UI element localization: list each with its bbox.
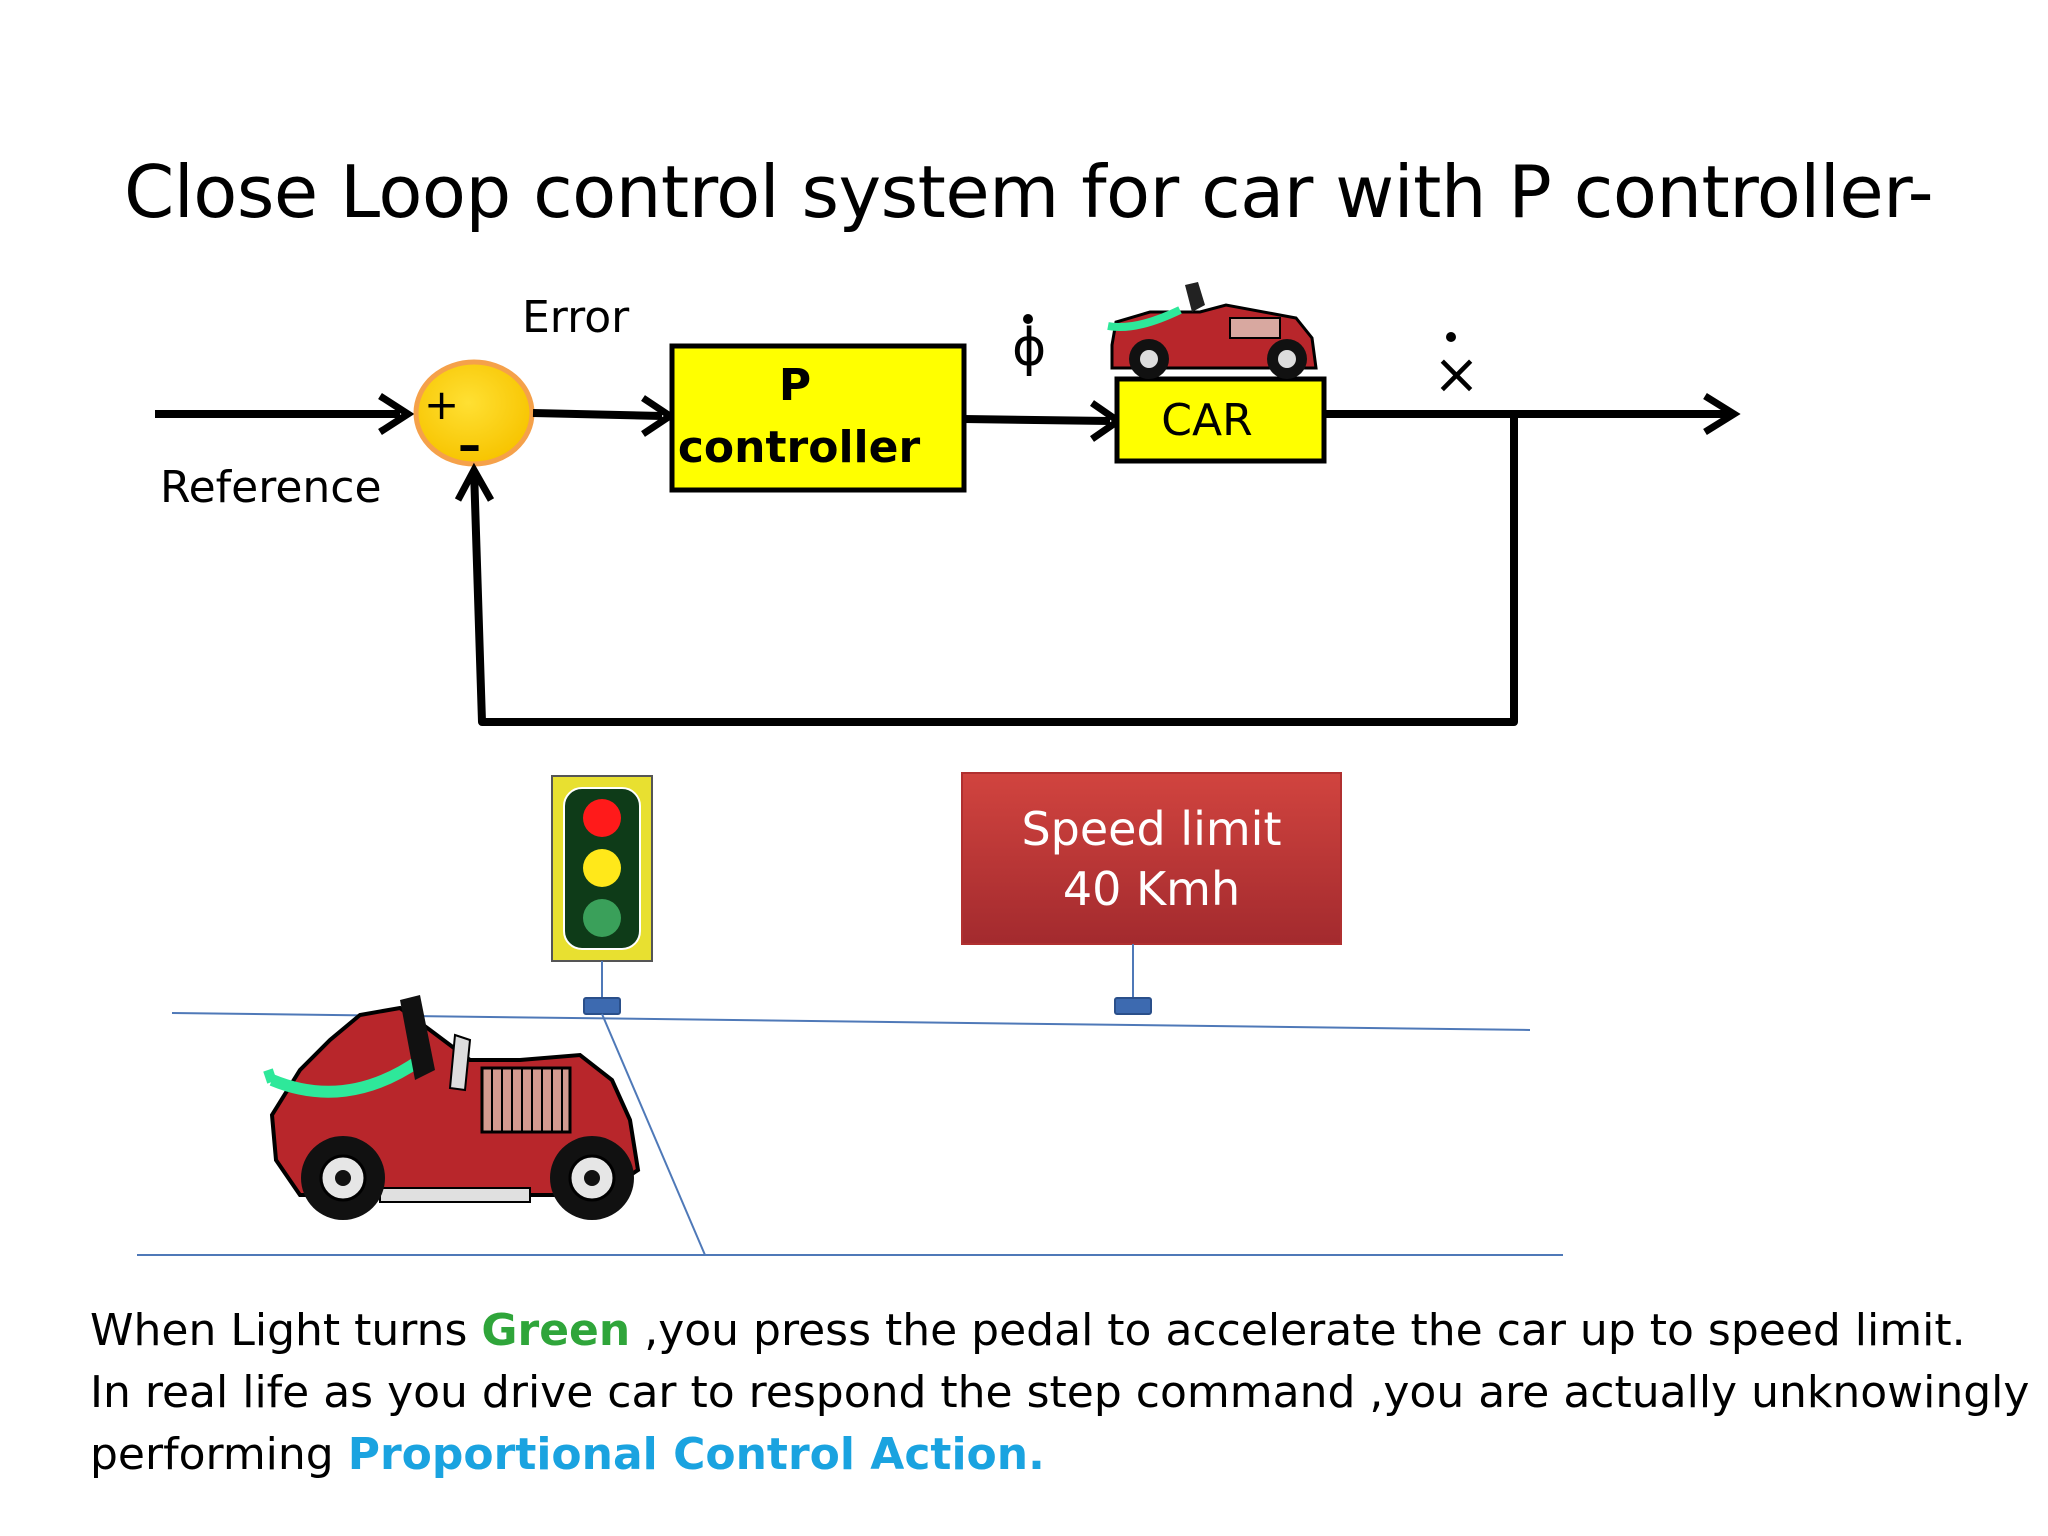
small-car-icon: [1107, 282, 1318, 379]
description-line-3: performing Proportional Control Action.: [90, 1429, 1045, 1480]
plus-sign: +: [424, 380, 460, 429]
big-car-icon: [263, 995, 641, 1220]
traffic-light-icon: [551, 775, 653, 1015]
p-controller-block: [669, 343, 967, 493]
proportional-highlight: Proportional Control Action.: [347, 1429, 1045, 1480]
green-highlight: Green: [481, 1305, 631, 1356]
feedback-arrowhead: [454, 462, 495, 502]
description: When Light turns Green ,you press the pe…: [90, 1300, 2029, 1486]
reference-label: Reference: [160, 462, 382, 513]
x-symbol: ×: [1433, 342, 1480, 407]
p-controller-label-p: P: [778, 360, 812, 411]
phi-symbol: ϕ: [1012, 318, 1047, 378]
page-title: Close Loop control system for car with P…: [124, 150, 1934, 234]
speed-sign-line1: Speed limit: [1021, 802, 1282, 856]
speed-sign-line2: 40 Kmh: [1062, 862, 1241, 916]
phi-arrow-line: [963, 415, 1111, 425]
feedback-path: [470, 414, 1518, 726]
car-block-label: CAR: [1161, 395, 1253, 446]
car-block: [1114, 376, 1327, 464]
error-arrow-line: [532, 409, 663, 420]
output-arrowhead: [1703, 393, 1741, 435]
reference-arrowhead: [378, 393, 415, 435]
description-line-2: In real life as you drive car to respond…: [90, 1367, 2030, 1418]
error-label: Error: [522, 292, 630, 343]
p-controller-label-controller: controller: [677, 422, 921, 473]
phi-dot: [1023, 314, 1033, 324]
speed-limit-sign: [961, 772, 1342, 1015]
description-line-1: When Light turns Green ,you press the pe…: [90, 1305, 1966, 1356]
x-dot: [1446, 332, 1456, 342]
minus-sign: –: [458, 418, 481, 472]
